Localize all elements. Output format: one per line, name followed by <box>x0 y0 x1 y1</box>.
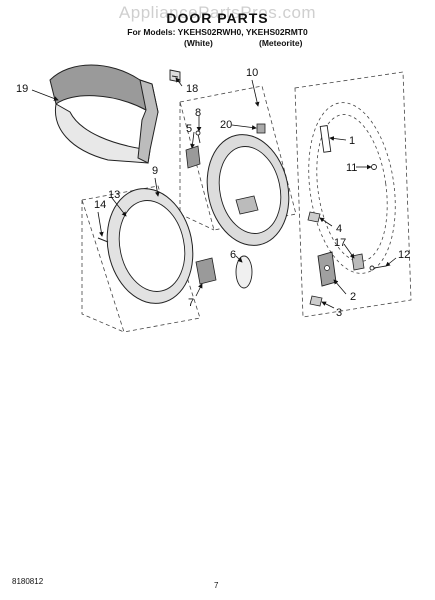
part-3-screw <box>309 295 323 307</box>
part-7-handle <box>195 257 217 285</box>
part-11-screw <box>371 164 377 170</box>
document-code: 8180812 <box>12 577 44 586</box>
callout-9: 9 <box>152 165 158 177</box>
callout-2: 2 <box>350 291 356 303</box>
callout-1: 1 <box>349 135 355 147</box>
callout-20: 20 <box>220 119 232 131</box>
callout-8: 8 <box>195 107 201 119</box>
color-white-label: (White) <box>184 38 213 48</box>
part-18-screw <box>169 69 181 83</box>
callout-13: 13 <box>108 189 120 201</box>
page-title: DOOR PARTS <box>166 10 269 26</box>
callout-11: 11 <box>346 162 357 174</box>
part-14-pin <box>97 237 109 243</box>
callout-4: 4 <box>336 223 342 235</box>
callout-7: 7 <box>188 297 194 309</box>
part-6-seal <box>235 255 253 289</box>
color-meteorite-label: (Meteorite) <box>259 38 303 48</box>
callout-18: 18 <box>186 83 198 95</box>
callout-12: 12 <box>398 249 410 261</box>
callout-3: 3 <box>336 307 342 319</box>
page-number: 7 <box>214 581 219 590</box>
callout-5: 5 <box>186 123 192 135</box>
callout-14: 14 <box>94 199 106 211</box>
watermark: AppliancePartsPros.com <box>118 3 317 22</box>
part-9-outer-door-group <box>81 185 201 333</box>
part-20-clip <box>256 123 266 134</box>
callout-numbers: 19 18 10 20 8 5 1 11 9 13 14 6 7 4 17 12… <box>16 67 410 319</box>
part-10-inner-door-group <box>179 85 297 246</box>
part-12-screw <box>369 265 387 271</box>
part-8-screw <box>195 130 201 144</box>
leader-lines <box>31 77 397 309</box>
part-17-latch-plate <box>351 253 365 271</box>
callout-17: 17 <box>334 237 346 249</box>
part-1-strike <box>319 125 332 153</box>
part-5-hinge-bracket <box>185 145 201 169</box>
part-4-screw <box>307 211 321 223</box>
callout-6: 6 <box>230 249 236 261</box>
part-2-latch <box>317 251 337 287</box>
part-19-trim-ring <box>49 64 159 164</box>
models-line: For Models: YKEHS02RWH0, YKEHS02RMT0 <box>127 27 308 37</box>
cabinet-front-panel <box>294 71 412 318</box>
callout-10: 10 <box>246 67 258 79</box>
callout-19: 19 <box>16 83 28 95</box>
